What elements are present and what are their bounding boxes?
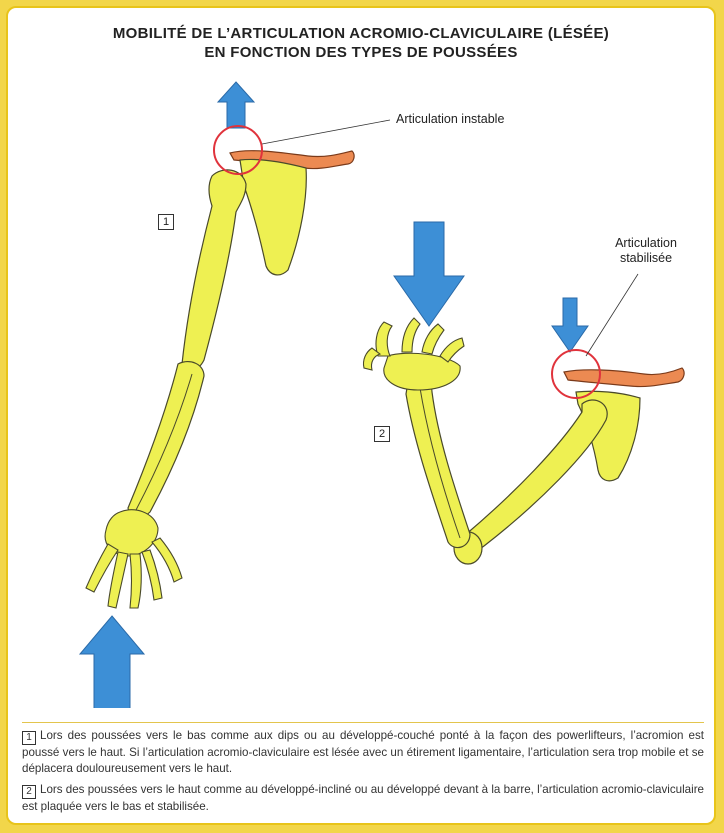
caption-divider: [22, 722, 704, 723]
caption-1-text: Lors des poussées vers le bas comme aux …: [22, 729, 704, 775]
caption-2-text: Lors des poussées vers le haut comme au …: [22, 783, 704, 813]
humerus-2: [464, 400, 607, 550]
unstable-joint-circle: [214, 126, 262, 174]
caption-2-number: 2: [22, 785, 36, 799]
arrow-up-top-icon: [218, 82, 254, 128]
hand-1: [86, 510, 182, 608]
figure-1-number: 1: [158, 214, 174, 230]
stabilized-joint-label: Articulation stabilisée: [608, 236, 684, 266]
unstable-leader-line: [262, 120, 390, 144]
arrow-down-large-icon: [394, 222, 464, 326]
stabilized-label-line-2: stabilisée: [608, 251, 684, 266]
forearm-1: [128, 362, 204, 517]
figure-1: [80, 82, 390, 708]
stabilized-leader-line: [586, 274, 638, 356]
stabilized-label-line-1: Articulation: [608, 236, 684, 251]
arrow-up-bottom-icon: [80, 616, 144, 708]
figure-2-number: 2: [374, 426, 390, 442]
arrow-down-small-icon: [552, 298, 588, 352]
scapula-1: [240, 159, 306, 274]
humerus-1: [182, 170, 246, 371]
hand-2: [363, 318, 464, 390]
figure-2: [363, 222, 684, 564]
clavicle-2: [564, 368, 684, 387]
caption-1-number: 1: [22, 731, 36, 745]
skeleton-illustration: [8, 8, 714, 708]
figure-card: MOBILITÉ DE L’ARTICULATION ACROMIO-CLAVI…: [6, 6, 716, 825]
unstable-joint-label: Articulation instable: [396, 112, 504, 127]
forearm-2: [406, 379, 470, 547]
